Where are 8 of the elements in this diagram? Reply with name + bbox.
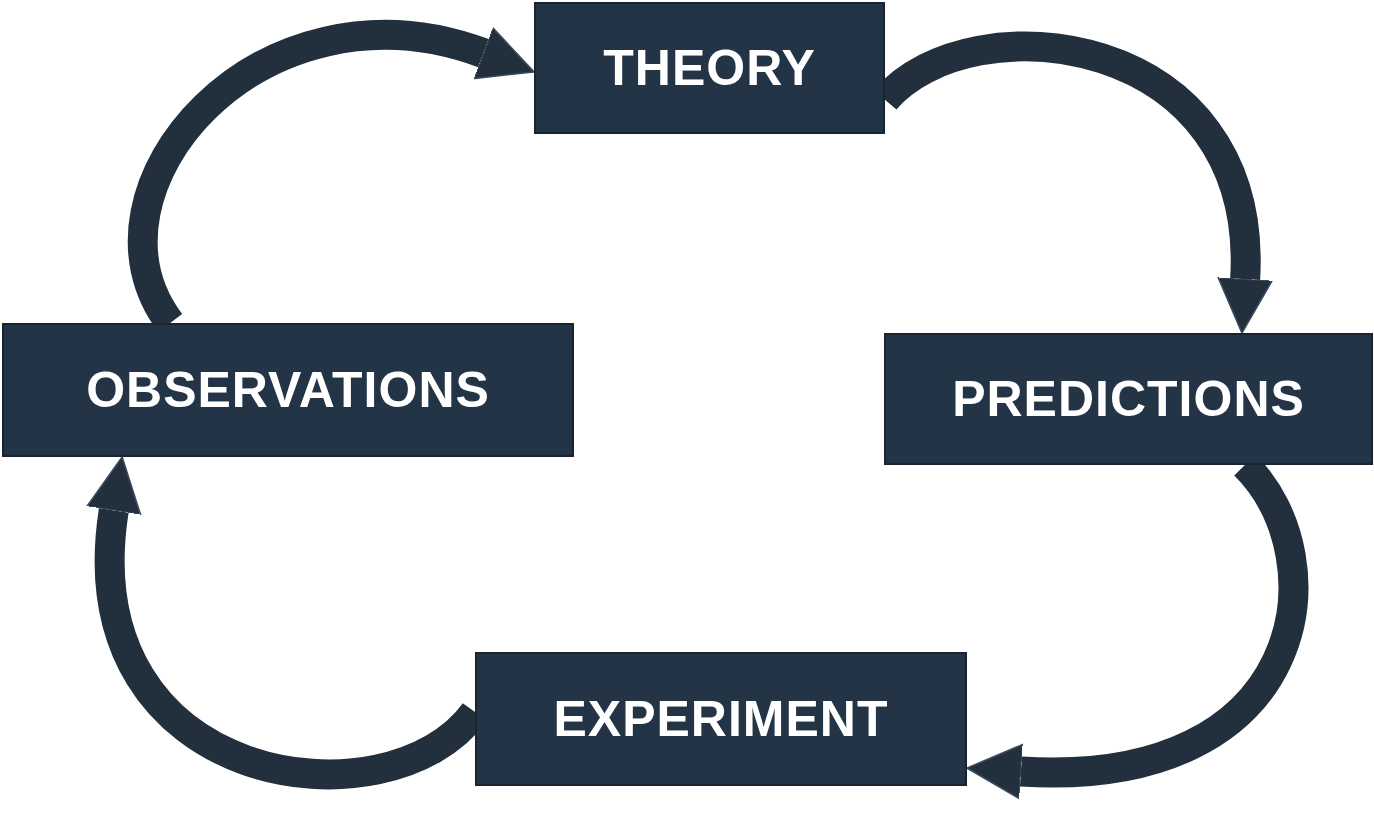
box-label: OBSERVATIONS <box>86 361 490 419</box>
box-label: EXPERIMENT <box>553 690 889 748</box>
process-box <box>884 333 1373 465</box>
process-box <box>534 2 885 134</box>
process-box <box>2 323 574 457</box>
process-box <box>475 652 967 786</box>
box-label: THEORY <box>603 39 816 97</box>
box-label: PREDICTIONS <box>952 370 1305 428</box>
